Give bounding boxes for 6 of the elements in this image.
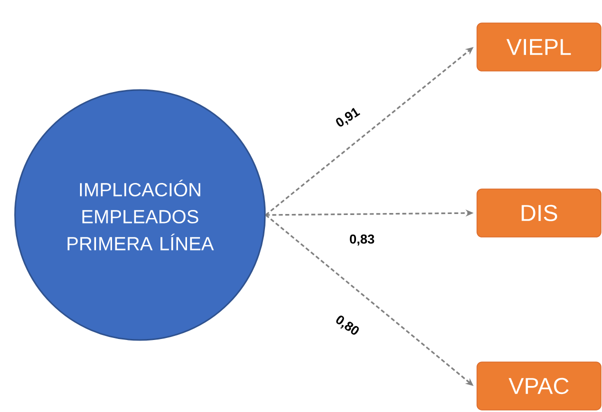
label-box: VPAC xyxy=(476,362,602,410)
edge-label: 0,83 xyxy=(348,233,376,247)
edge-label: 0,91 xyxy=(333,105,364,131)
label-box: VIEPL xyxy=(476,22,602,72)
label-box: DIS xyxy=(476,188,602,238)
edge-label: 0,80 xyxy=(332,312,362,340)
